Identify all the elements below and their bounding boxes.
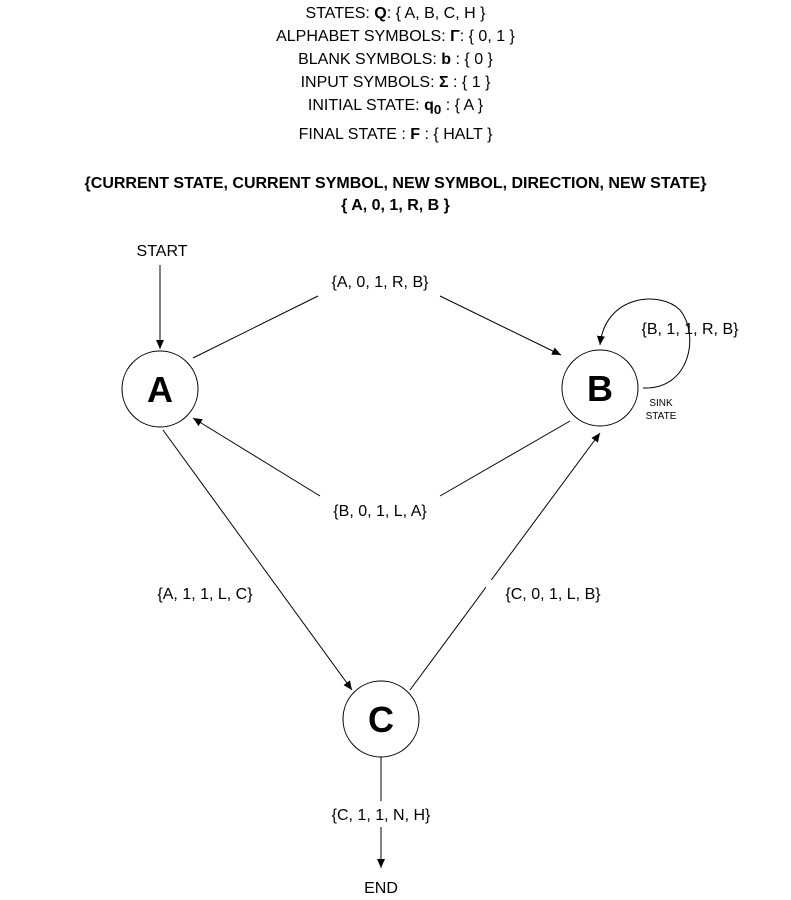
edge-a-to-b-head: [439, 295, 562, 356]
edge-a-to-b: [192, 295, 319, 359]
state-a-label: A: [147, 369, 173, 410]
tuple-example-header: { A, 0, 1, R, B }: [341, 197, 450, 214]
edge-b-to-a-tail: [439, 420, 571, 497]
initial-label: INITIAL STATE:: [307, 97, 425, 114]
edge-b-to-a: [192, 417, 321, 497]
edge-a-to-c: [162, 429, 353, 691]
tuple-format-header: {CURRENT STATE, CURRENT SYMBOL, NEW SYMB…: [84, 175, 707, 192]
label-c-to-b-bg: [486, 580, 618, 606]
label-c-to-end-bg: [315, 801, 447, 827]
initial-value: : { A }: [441, 97, 484, 114]
edge-c-to-b: [409, 432, 601, 691]
start-label: START: [137, 243, 188, 260]
final-value: : { HALT }: [420, 126, 493, 143]
state-b-label: B: [587, 368, 613, 409]
state-c-circle: [342, 680, 420, 758]
sink-state-label-line1: SINK: [649, 398, 673, 409]
alphabet-symbol: Γ: [450, 28, 460, 45]
state-c-label: C: [368, 699, 394, 740]
initial-subscript: 0: [433, 102, 442, 118]
blank-definition: BLANK SYMBOLS: b : { 0 }: [0, 50, 791, 70]
label-a-to-c-bg: [138, 580, 270, 606]
state-b-circle: [561, 349, 639, 427]
label-b-self-loop: {B, 1, 1, R, B}: [642, 321, 740, 338]
blank-symbol: b: [441, 51, 452, 68]
label-c-to-b: {C, 0, 1, L, B}: [505, 586, 601, 603]
label-a-to-b: {A, 0, 1, R, B}: [332, 274, 430, 291]
sink-state-label-line2: STATE: [646, 411, 677, 422]
blank-value: : { 0 }: [451, 51, 493, 68]
end-label: END: [364, 880, 398, 897]
initial-definition: INITIAL STATE: q0 : { A }: [0, 96, 791, 120]
input-label: INPUT SYMBOLS:: [300, 74, 439, 91]
initial-symbol: q0: [424, 97, 442, 118]
edge-b-self-loop: [596, 298, 691, 389]
label-a-to-c: {A, 1, 1, L, C}: [157, 586, 253, 603]
input-definition: INPUT SYMBOLS: Σ : { 1 }: [0, 73, 791, 93]
label-b-to-a: {B, 0, 1, L, A}: [333, 503, 427, 520]
final-definition: FINAL STATE : F : { HALT }: [0, 125, 791, 145]
alphabet-label: ALPHABET SYMBOLS:: [276, 28, 451, 45]
states-value: : { A, B, C, H }: [386, 5, 486, 22]
label-c-to-end: {C, 1, 1, N, H}: [332, 807, 431, 824]
input-value: : { 1 }: [448, 74, 491, 91]
alphabet-value: : { 0, 1 }: [459, 28, 515, 45]
final-label: FINAL STATE :: [298, 126, 411, 143]
states-label: STATES:: [305, 5, 375, 22]
state-a-circle: [121, 350, 199, 428]
states-symbol: Q: [374, 5, 387, 22]
states-definition: STATES: Q: { A, B, C, H }: [0, 4, 791, 24]
final-symbol: F: [410, 126, 421, 143]
blank-label: BLANK SYMBOLS:: [298, 51, 442, 68]
alphabet-definition: ALPHABET SYMBOLS: Γ: { 0, 1 }: [0, 27, 791, 47]
input-symbol: Σ: [438, 74, 449, 91]
